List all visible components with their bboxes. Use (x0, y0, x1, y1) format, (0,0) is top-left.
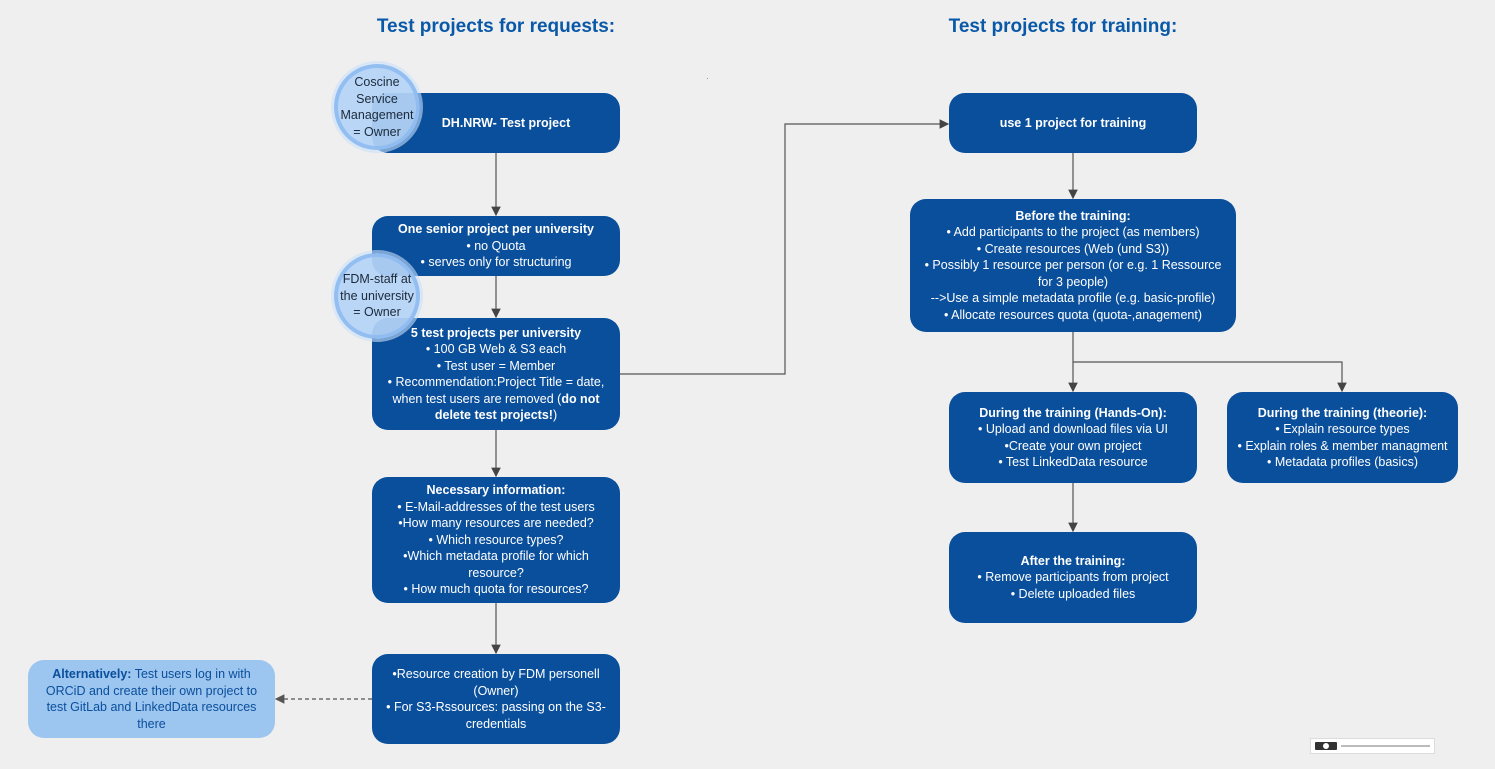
before-line: for 3 people) (1037, 274, 1109, 289)
necessary-line: resource? (468, 565, 524, 580)
hands-on-title: During the training (Hands-On): (979, 405, 1167, 420)
fdm-line: the university (340, 288, 414, 303)
test-projects-title: 5 test projects per university (410, 325, 582, 340)
license-fine-print (1341, 745, 1430, 747)
resource-line: • For S3-Rssources: passing on the S3- (386, 700, 606, 714)
recommendation-suffix: ) (552, 408, 558, 422)
necessary-line: • Which resource types? (428, 532, 564, 547)
requests-heading: Test projects for requests: (376, 16, 616, 37)
recommendation-line: • Recommendation:Project Title = date, (387, 375, 605, 389)
necessary-line: •How many resources are needed? (398, 516, 594, 531)
recommendation-bold: do not delete test projects! (434, 391, 600, 423)
during-hands-on-box: During the training (Hands-On): • Upload… (949, 392, 1197, 483)
theory-line: • Explain resource types (1275, 422, 1410, 436)
theory-line: • Explain roles & member managment (1237, 438, 1448, 453)
before-line: -->Use a simple metadata profile (e.g. b… (930, 291, 1216, 306)
after-line: • Remove participants from project (977, 570, 1169, 585)
senior-line: • serves only for structuring (420, 255, 572, 270)
coscine-line: Coscine (354, 75, 400, 89)
alternatively-rest: Test users log in with ORCiD and create … (45, 667, 258, 731)
hands-on-line: • Test LinkedData resource (998, 455, 1148, 469)
necessary-line: • E-Mail-addresses of the test users (397, 499, 595, 514)
arrow-before-theory (1073, 361, 1347, 393)
senior-title: One senior project per university (398, 222, 594, 237)
after-title: After the training: (1020, 553, 1126, 568)
resource-line: •Resource creation by FDM personell (392, 667, 600, 681)
test-projects-line: • Test user = Member (436, 358, 556, 373)
test-projects-box: 5 test projects per university • 100 GB … (372, 318, 620, 430)
license-badge (1310, 738, 1435, 754)
before-line: • Create resources (Web (und S3)) (976, 241, 1170, 256)
before-line: • Allocate resources quota (quota-,anage… (943, 307, 1202, 322)
alternatively-text: Alternatively: Test users log in with OR… (36, 666, 267, 732)
before-line: • Add participants to the project (as me… (946, 225, 1200, 240)
theory-line: • Metadata profiles (basics) (1267, 455, 1418, 469)
dhnrw-title: DH.NRW- Test project (441, 115, 571, 130)
resource-line: (Owner) (473, 683, 519, 698)
arrow-testprojects-training (620, 119, 950, 375)
fdm-staff-owner-circle: FDM-staff at the university = Owner (334, 253, 420, 339)
before-title: Before the training: (1015, 208, 1131, 223)
coscine-line: Service (356, 91, 398, 106)
senior-project-box: One senior project per university • no Q… (372, 216, 620, 276)
training-heading: Test projects for training: (948, 16, 1178, 37)
before-line: • Possibly 1 resource per person (or e.g… (924, 258, 1222, 273)
after-line: • Delete uploaded files (1010, 586, 1136, 601)
alternatively-bold: Alternatively: (52, 667, 132, 681)
before-training-box: Before the training: • Add participants … (910, 199, 1236, 332)
use-one-title: use 1 project for training (999, 115, 1147, 130)
coscine-line: Management (340, 108, 414, 122)
after-training-box: After the training: • Remove participant… (949, 532, 1197, 623)
fdm-line: FDM-staff at (342, 272, 412, 287)
hands-on-line: •Create your own project (1004, 438, 1142, 453)
hands-on-line: • Upload and download files via UI (978, 422, 1168, 436)
necessary-line: • How much quota for resources? (403, 582, 589, 597)
necessary-information-box: Necessary information: • E-Mail-addresse… (372, 477, 620, 603)
test-projects-line: • 100 GB Web & S3 each (425, 342, 567, 356)
coscine-owner-circle: Coscine Service Management = Owner (334, 64, 420, 150)
recommendation-detail: when test users are removed (do not dele… (380, 391, 612, 424)
theory-title: During the training (theorie): (1257, 405, 1428, 420)
necessary-title: Necessary information: (426, 483, 566, 498)
fdm-line: = Owner (353, 305, 401, 320)
coscine-line: = Owner (353, 124, 401, 139)
resource-line: credentials (465, 716, 527, 731)
necessary-line: •Which metadata profile for which (403, 549, 589, 564)
resource-creation-box: •Resource creation by FDM personell (Own… (372, 654, 620, 744)
recommendation-prefix: when test users are removed ( (392, 391, 562, 406)
senior-line: • no Quota (466, 238, 526, 253)
alternatively-box: Alternatively: Test users log in with OR… (28, 660, 275, 738)
stray-dot (707, 78, 708, 79)
during-theory-box: During the training (theorie): • Explain… (1227, 392, 1458, 483)
cc-license-icon (1315, 742, 1337, 750)
use-one-project-box: use 1 project for training (949, 93, 1197, 153)
